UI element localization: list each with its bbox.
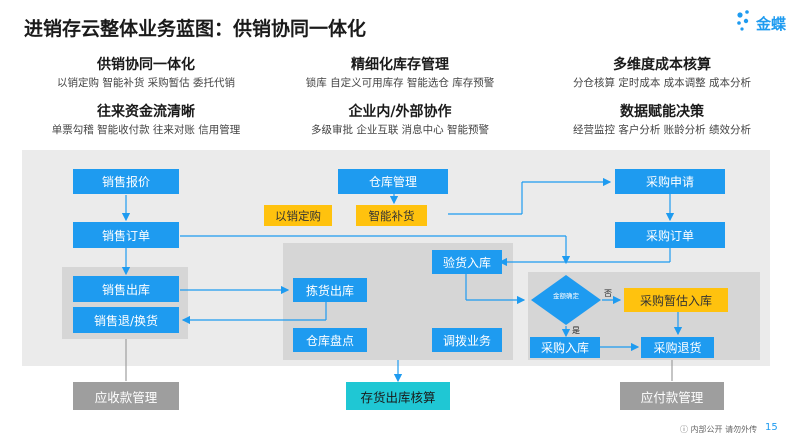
- logo-text: 金蝶: [756, 15, 787, 33]
- sales-order-node[interactable]: 销售订单: [73, 222, 179, 248]
- brand-logo: 金蝶: [734, 8, 794, 36]
- cost-accounting-node[interactable]: 存货出库核算: [346, 382, 450, 410]
- sales-return-node[interactable]: 销售退/换货: [73, 307, 179, 333]
- warehouse-mgmt-node[interactable]: 仓库管理: [338, 169, 448, 194]
- capability-items: 多级审批 企业互联 消息中心 智能预警: [310, 124, 489, 136]
- inspect-in-node[interactable]: 验货入库: [432, 250, 502, 274]
- capability-items: 分仓核算 定时成本 成本调整 成本分析: [572, 77, 751, 89]
- confidentiality-note: ⓘ 内部公开 请勿外传: [680, 424, 757, 435]
- capability-items: 经营监控 客户分析 账龄分析 绩效分析: [572, 124, 751, 136]
- pick-out-node[interactable]: 拣货出库: [293, 278, 367, 302]
- receivable-node[interactable]: 应收款管理: [73, 382, 179, 410]
- sales-out-node[interactable]: 销售出库: [73, 276, 179, 302]
- kingdee-dots-logo-icon: [737, 10, 749, 31]
- page-title: 进销存云整体业务蓝图：供销协同一体化: [24, 18, 367, 40]
- capability-title: 数据赋能决策: [620, 104, 704, 120]
- capability-items: 以销定购 智能补货 采购暂估 委托代销: [56, 77, 235, 89]
- capability-title: 企业内/外部协作: [348, 104, 452, 120]
- capability-title: 往来资金流清晰: [97, 104, 195, 120]
- capability-title: 精细化库存管理: [351, 57, 449, 73]
- payable-node[interactable]: 应付款管理: [620, 382, 724, 410]
- decision-yes-label: 是: [572, 326, 580, 335]
- amount-decision-node[interactable]: 金额确定: [530, 274, 602, 326]
- decision-label: 金额确定: [553, 292, 579, 300]
- smart-replenish-node[interactable]: 智能补货: [356, 205, 427, 226]
- capability-items: 单票勾稽 智能收付款 往来对账 信用管理: [51, 124, 241, 136]
- sales-based-purchase-node[interactable]: 以销定购: [264, 205, 332, 226]
- transfer-node[interactable]: 调拨业务: [432, 328, 502, 352]
- purchase-return-node[interactable]: 采购退货: [641, 337, 714, 358]
- page-number: 15: [765, 422, 778, 433]
- decision-diamond-icon: [531, 275, 601, 325]
- sales-quote-node[interactable]: 销售报价: [73, 169, 179, 194]
- capability-items: 锁库 自定义可用库存 智能选仓 库存预警: [305, 77, 495, 89]
- info-icon: ⓘ: [680, 425, 688, 434]
- provisional-in-node[interactable]: 采购暂估入库: [624, 288, 728, 312]
- capability-title: 多维度成本核算: [613, 57, 711, 73]
- capability-title: 供销协同一体化: [97, 57, 195, 73]
- purchase-in-node[interactable]: 采购入库: [530, 337, 600, 358]
- decision-no-label: 否: [604, 289, 612, 298]
- confidentiality-text: 内部公开 请勿外传: [690, 425, 758, 434]
- inventory-check-node[interactable]: 仓库盘点: [293, 328, 367, 352]
- purchase-request-node[interactable]: 采购申请: [615, 169, 725, 194]
- purchase-order-node[interactable]: 采购订单: [615, 222, 725, 248]
